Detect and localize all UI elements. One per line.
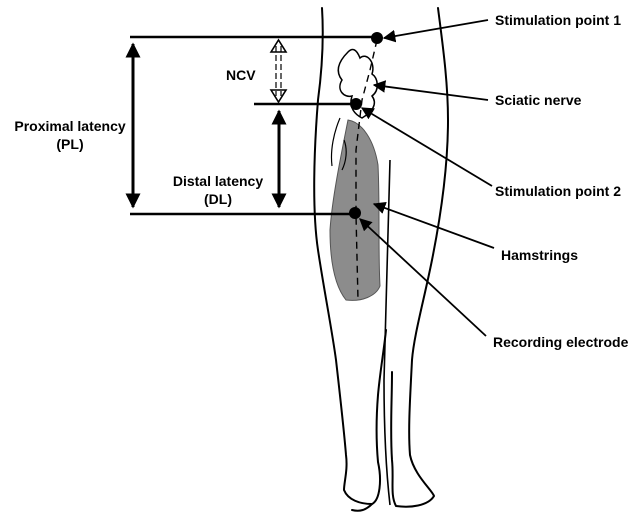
label-proximal-latency-abbr: (PL): [56, 136, 83, 152]
label-stimulation-point-1: Stimulation point 1: [495, 12, 621, 28]
label-distal-latency: Distal latency: [173, 173, 263, 189]
recording-electrode-marker: [349, 207, 361, 219]
label-hamstrings: Hamstrings: [501, 247, 578, 263]
leader-hamstrings: [374, 204, 494, 248]
label-distal-latency-abbr: (DL): [204, 191, 232, 207]
stimulation-point-2-marker: [350, 98, 362, 110]
label-recording-electrode: Recording electrode: [493, 334, 629, 350]
label-ncv: NCV: [226, 67, 256, 83]
ncv-arrow: [271, 40, 286, 102]
leader-stim1: [384, 20, 488, 38]
shin-center-line: [384, 160, 390, 505]
leader-sciatic: [374, 85, 488, 100]
label-stimulation-point-2: Stimulation point 2: [495, 183, 621, 199]
leg-outer-right-contour: [391, 8, 448, 507]
leader-stim2: [362, 108, 492, 186]
shin-left-edge: [352, 504, 372, 511]
label-proximal-latency: Proximal latency: [14, 118, 125, 134]
label-sciatic-nerve: Sciatic nerve: [495, 92, 582, 108]
